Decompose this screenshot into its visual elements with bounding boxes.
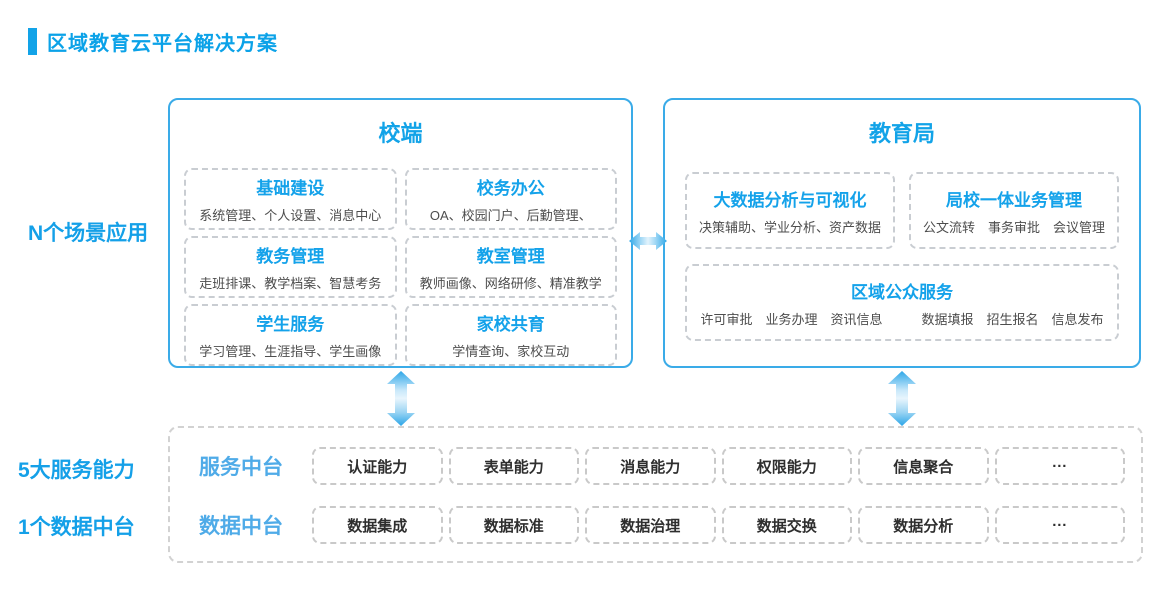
vertical-sync-arrow-icon <box>888 371 916 426</box>
panel-bureau-title: 教育局 <box>868 121 935 146</box>
card-title: 大数据分析与可视化 <box>713 190 867 210</box>
card-title: 校务办公 <box>476 179 545 198</box>
side-label-scenario-apps: N个场景应用 <box>28 222 149 245</box>
card-bureau-school-business: 局校一体业务管理 公文流转 事务审批 会议管理 <box>909 172 1119 249</box>
page-title: 区域教育云平台解决方案 <box>47 33 278 55</box>
panel-school-title: 校端 <box>378 121 423 146</box>
card-title: 基础建设 <box>256 179 325 198</box>
bureau-card-rows: 大数据分析与可视化 决策辅助、学业分析、资产数据 局校一体业务管理 公文流转 事… <box>685 172 1119 341</box>
card-title: 学生服务 <box>256 315 325 334</box>
card-title: 教室管理 <box>476 247 545 266</box>
card-subtitle: 走班排课、教学档案、智慧考务 <box>199 276 382 291</box>
card-student-services: 学生服务 学习管理、生涯指导、学生画像 <box>184 304 397 366</box>
chip-more: ··· <box>994 506 1125 544</box>
card-subtitle: 学情查询、家校互动 <box>452 344 570 359</box>
card-basic-construction: 基础建设 系统管理、个人设置、消息中心 <box>184 168 397 230</box>
service-capability-chips: 认证能力 表单能力 消息能力 权限能力 信息聚合 ··· <box>312 447 1125 485</box>
chip-info-aggregation: 信息聚合 <box>858 447 989 485</box>
school-card-grid: 基础建设 系统管理、个人设置、消息中心 校务办公 OA、校园门户、后勤管理、 教… <box>184 168 617 366</box>
card-home-school-coeducation: 家校共育 学情查询、家校互动 <box>404 304 617 366</box>
data-platform-row: 数据中台 数据集成 数据标准 数据治理 数据交换 数据分析 ··· <box>170 506 1125 544</box>
chip-data-analysis: 数据分析 <box>858 506 989 544</box>
chip-message-capability: 消息能力 <box>585 447 716 485</box>
card-regional-public-service: 区域公众服务 许可审批 业务办理 资讯信息 数据填报 招生报名 信息发布 <box>685 264 1119 341</box>
card-subtitle: 公文流转 事务审批 会议管理 <box>922 219 1105 235</box>
card-subtitle: 学习管理、生涯指导、学生画像 <box>199 344 382 359</box>
chip-data-standard: 数据标准 <box>448 506 579 544</box>
card-subtitle: 决策辅助、学业分析、资产数据 <box>698 219 881 235</box>
card-title: 局校一体业务管理 <box>946 190 1082 210</box>
chip-data-exchange: 数据交换 <box>721 506 852 544</box>
data-capability-chips: 数据集成 数据标准 数据治理 数据交换 数据分析 ··· <box>312 506 1125 544</box>
horizontal-sync-arrow-icon <box>629 232 667 250</box>
card-school-office: 校务办公 OA、校园门户、后勤管理、 <box>404 168 617 230</box>
card-subtitle: 教师画像、网络研修、精准教学 <box>419 276 602 291</box>
chip-form-capability: 表单能力 <box>448 447 579 485</box>
card-big-data-analysis: 大数据分析与可视化 决策辅助、学业分析、资产数据 <box>685 172 895 249</box>
title-accent-bar <box>28 28 37 55</box>
chip-data-governance: 数据治理 <box>585 506 716 544</box>
vertical-sync-arrow-icon <box>387 371 415 426</box>
panel-education-bureau: 教育局 大数据分析与可视化 决策辅助、学业分析、资产数据 局校一体业务管理 公文… <box>663 98 1141 368</box>
middle-platform-container: 服务中台 认证能力 表单能力 消息能力 权限能力 信息聚合 ··· 数据中台 数… <box>168 426 1143 563</box>
panel-school-side: 校端 基础建设 系统管理、个人设置、消息中心 校务办公 OA、校园门户、后勤管理… <box>168 98 633 368</box>
side-label-data-middle-platform: 1个数据中台 <box>18 516 135 539</box>
chip-more: ··· <box>994 447 1125 485</box>
card-title: 区域公众服务 <box>851 282 953 302</box>
card-title: 家校共育 <box>476 315 545 334</box>
page-header: 区域教育云平台解决方案 <box>28 27 278 56</box>
chip-auth-capability: 认证能力 <box>312 447 443 485</box>
chip-data-integration: 数据集成 <box>312 506 443 544</box>
card-classroom-management: 教室管理 教师画像、网络研修、精准教学 <box>404 236 617 298</box>
data-platform-label: 数据中台 <box>199 515 283 538</box>
chip-permission-capability: 权限能力 <box>721 447 852 485</box>
card-subtitle: 许可审批 业务办理 资讯信息 数据填报 招生报名 信息发布 <box>700 311 1104 327</box>
card-academic-affairs: 教务管理 走班排课、教学档案、智慧考务 <box>184 236 397 298</box>
side-label-service-capabilities: 5大服务能力 <box>18 459 135 482</box>
service-platform-label: 服务中台 <box>199 456 283 479</box>
card-subtitle: 系统管理、个人设置、消息中心 <box>199 208 382 223</box>
card-subtitle: OA、校园门户、后勤管理、 <box>429 208 592 223</box>
service-platform-row: 服务中台 认证能力 表单能力 消息能力 权限能力 信息聚合 ··· <box>170 447 1125 485</box>
card-title: 教务管理 <box>256 247 325 266</box>
